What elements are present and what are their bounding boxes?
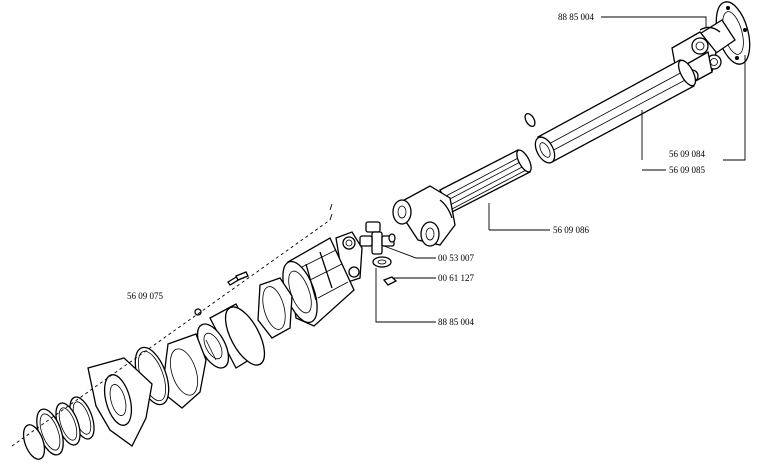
- inner-spline-shaft: [439, 149, 532, 213]
- circlip: [524, 112, 536, 128]
- spider-plate: [161, 333, 207, 409]
- hex-locking-ring: [257, 277, 293, 339]
- leader-lines: [375, 16, 746, 323]
- small-pins: [194, 271, 249, 316]
- guard-assembly-bracket: [11, 203, 333, 447]
- seal-rings: [22, 396, 95, 460]
- label-shaft-tube-b: 56 09 085: [669, 165, 706, 175]
- label-lower-joint: 88 85 004: [438, 317, 475, 327]
- label-spline-shaft: 56 09 086: [553, 225, 590, 235]
- outer-shaft-tube: [534, 59, 697, 164]
- flange-plate: [87, 357, 153, 447]
- middle-yoke: [392, 185, 456, 247]
- bearing-sleeve: [196, 303, 266, 369]
- guard-cone: [282, 237, 355, 327]
- grease-nipple: [382, 276, 398, 286]
- label-guard-assembly: 56 09 075: [127, 291, 164, 301]
- label-grease-nipple-b: 00 61 127: [438, 273, 475, 283]
- label-shaft-tube-a: 56 09 084: [669, 149, 706, 159]
- part-labels: 88 85 004 56 09 084 56 09 085 56 09 086 …: [127, 12, 706, 327]
- cross-spider: [359, 221, 396, 268]
- label-top-joint: 88 85 004: [558, 12, 595, 22]
- label-grease-nipple-a: 00 53 007: [438, 253, 475, 263]
